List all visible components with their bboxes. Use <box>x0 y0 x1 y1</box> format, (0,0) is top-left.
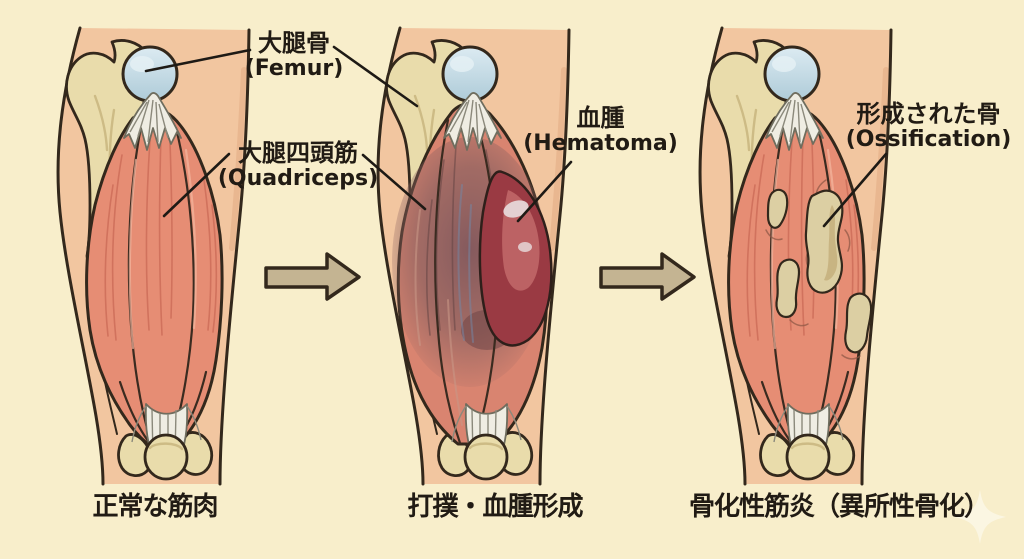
femur-leader-line-right <box>332 45 419 108</box>
hematoma-label-jp: 血腫 <box>576 104 625 132</box>
quadriceps-muscle-ossified <box>727 106 873 449</box>
hematoma-label: 血腫 (Hematoma) <box>518 105 683 157</box>
ossified-bone-blob <box>804 189 844 294</box>
panel-normal-illustration <box>58 28 249 484</box>
ossified-bone-blob <box>766 188 789 229</box>
arrow-right-icon <box>264 252 361 301</box>
quadriceps-leader-line-right <box>361 153 427 211</box>
quadriceps-label: 大腿四頭筋 (Quadriceps) <box>213 140 383 192</box>
hematoma-label-en: (Hematoma) <box>523 130 678 156</box>
caption-ossification: 骨化性筋炎（異所性骨化） <box>688 492 990 522</box>
ossification-leader-line <box>822 152 888 228</box>
quadriceps-label-en: (Quadriceps) <box>217 165 379 191</box>
femur-label: 大腿骨 (Femur) <box>224 30 364 82</box>
ossification-label: 形成された骨 (Ossification) <box>841 101 1016 153</box>
hematoma-blob <box>478 170 553 347</box>
panel-contusion-illustration <box>378 28 569 484</box>
quadriceps-muscle-bruised <box>392 102 553 446</box>
arrow-right-icon <box>599 252 696 301</box>
ossified-bone-blob <box>775 258 801 319</box>
femur-label-jp: 大腿骨 <box>258 29 330 57</box>
quadriceps-label-jp: 大腿四頭筋 <box>238 139 358 167</box>
femur-label-en: (Femur) <box>244 55 344 81</box>
ossified-bone-blob <box>844 292 873 354</box>
hematoma-leader-line <box>516 160 573 223</box>
caption-contusion: 打撲・血腫形成 <box>407 492 583 522</box>
panel-ossification-illustration <box>700 28 891 484</box>
sparkle-icon <box>954 490 1006 544</box>
caption-normal: 正常な筋肉 <box>92 492 218 522</box>
ossification-label-jp: 形成された骨 <box>856 100 1001 128</box>
quadriceps-leader-line-left <box>162 152 231 218</box>
ossification-label-en: (Ossification) <box>845 126 1012 152</box>
femur-leader-line-left <box>144 48 252 73</box>
